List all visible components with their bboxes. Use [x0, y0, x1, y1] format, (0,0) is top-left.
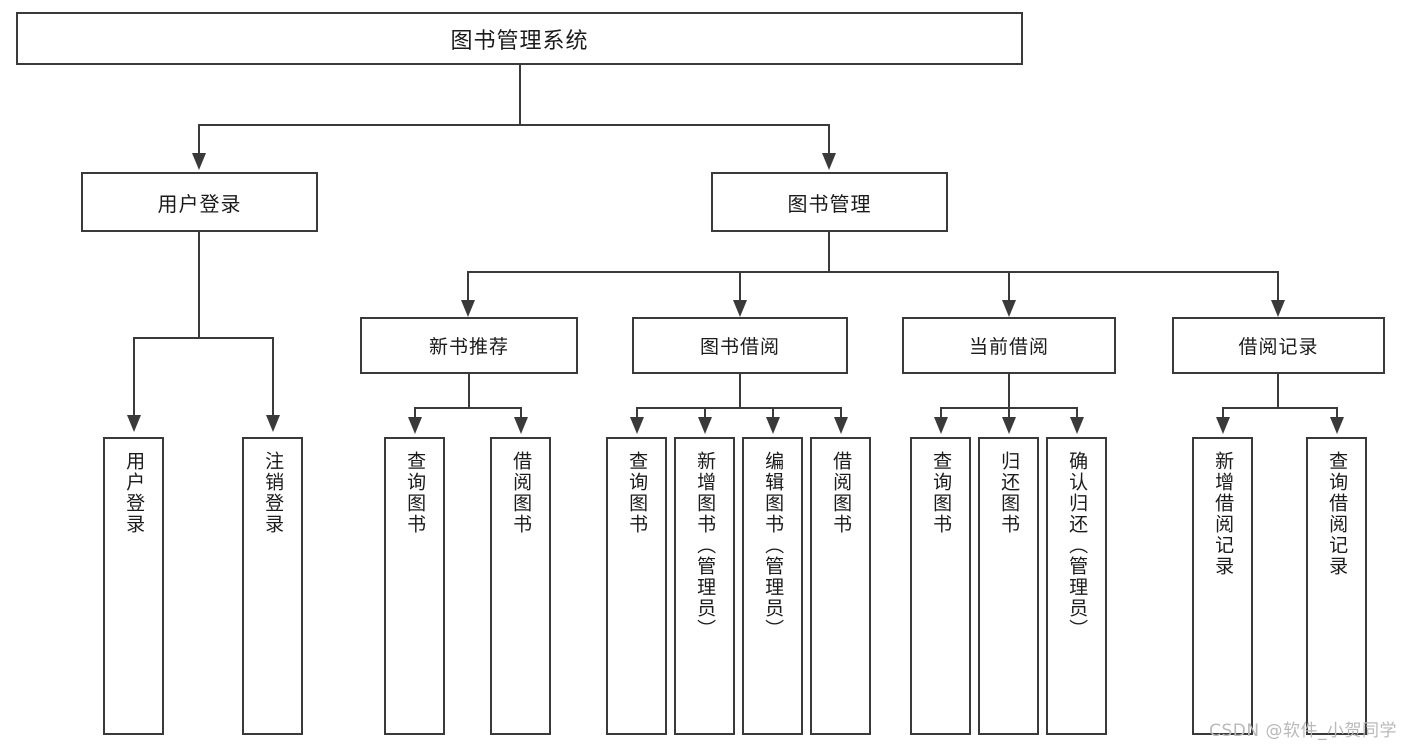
node-label: 图书管理: [787, 191, 872, 216]
arrow-br-leaf-1: [1330, 417, 1344, 434]
leaf-nbr-query-book[interactable]: 查询图书: [384, 437, 445, 735]
arrow-leaf-user-login: [127, 415, 141, 432]
node-borrow-record[interactable]: 借阅记录: [1172, 317, 1385, 374]
leaf-label: 归还图书: [998, 451, 1021, 535]
node-book-borrow[interactable]: 图书借阅: [632, 317, 848, 374]
arrow-bb-leaf-0: [630, 417, 644, 434]
leaf-cb-query-book[interactable]: 查询图书: [910, 437, 971, 735]
leaf-label: 确认归还（管理员）: [1066, 451, 1089, 640]
leaf-bb-edit-book-admin[interactable]: 编辑图书（管理员）: [742, 437, 803, 735]
connector-drop-current-borrow: [1008, 271, 1011, 302]
arrow-cb-leaf-2: [1070, 417, 1084, 434]
leaf-bb-add-book-admin[interactable]: 新增图书（管理员）: [674, 437, 735, 735]
connector-drop-bb-leaf-0: [636, 407, 639, 419]
connector-drop-nbr-leaf-1: [520, 407, 523, 419]
connector-drop-cb-leaf-0: [940, 407, 943, 419]
leaf-label: 新增借阅记录: [1212, 451, 1235, 577]
connector-new-book-recommend-leafbar: [414, 407, 522, 410]
arrow-current-borrow: [1002, 300, 1016, 317]
connector-drop-bb-leaf-3: [840, 407, 843, 419]
connector-drop-leaf-logout: [272, 337, 275, 417]
connector-drop-br-leaf-1: [1336, 407, 1339, 419]
leaf-label: 编辑图书（管理员）: [762, 451, 785, 640]
connector-drop-book-management: [828, 124, 831, 155]
connector-level3-bar: [467, 271, 1279, 274]
connector-user-login-stem: [198, 232, 201, 338]
arrow-bb-leaf-2: [766, 417, 780, 434]
leaf-logout[interactable]: 注销登录: [242, 437, 303, 735]
connector-drop-br-leaf-0: [1222, 407, 1225, 419]
leaf-label: 查询图书: [626, 451, 649, 535]
leaf-cb-confirm-return-admin[interactable]: 确认归还（管理员）: [1046, 437, 1107, 735]
connector-current-borrow-stem: [1008, 374, 1011, 409]
connector-borrow-record-leafbar: [1222, 407, 1338, 410]
connector-drop-user-login: [198, 124, 201, 155]
node-label: 用户登录: [157, 191, 242, 216]
leaf-label: 借阅图书: [830, 451, 853, 535]
csdn-watermark: CSDN @软件_小贺同学: [1209, 721, 1397, 741]
connector-drop-book-borrow: [739, 271, 742, 302]
arrow-nbr-leaf-1: [514, 417, 528, 434]
leaf-bb-query-book[interactable]: 查询图书: [606, 437, 667, 735]
connector-drop-new-book-recommend: [467, 271, 470, 302]
leaf-label: 查询借阅记录: [1326, 451, 1349, 577]
node-current-borrow[interactable]: 当前借阅: [902, 317, 1116, 374]
leaf-br-add-record[interactable]: 新增借阅记录: [1192, 437, 1253, 735]
leaf-label: 查询图书: [930, 451, 953, 535]
connector-drop-leaf-user-login: [133, 337, 136, 417]
node-label: 图书管理系统: [450, 28, 589, 54]
connector-drop-nbr-leaf-0: [414, 407, 417, 419]
arrow-user-login: [192, 153, 206, 170]
connector-level2-bar: [198, 124, 830, 127]
connector-new-book-recommend-stem: [468, 374, 471, 409]
arrow-book-management: [822, 153, 836, 170]
arrow-borrow-record: [1271, 300, 1285, 317]
arrow-new-book-recommend: [461, 300, 475, 317]
node-book-management[interactable]: 图书管理: [711, 172, 948, 232]
node-root-book-management-system[interactable]: 图书管理系统: [16, 12, 1023, 65]
arrow-cb-leaf-1: [1002, 417, 1016, 434]
arrow-bb-leaf-3: [834, 417, 848, 434]
connector-drop-borrow-record: [1277, 271, 1280, 302]
leaf-nbr-borrow-book[interactable]: 借阅图书: [490, 437, 551, 735]
node-label: 新书推荐: [428, 336, 509, 358]
node-label: 图书借阅: [699, 336, 780, 358]
connector-drop-bb-leaf-1: [704, 407, 707, 419]
arrow-cb-leaf-0: [934, 417, 948, 434]
node-new-book-recommend[interactable]: 新书推荐: [360, 317, 578, 374]
node-label: 借阅记录: [1238, 336, 1319, 358]
arrow-br-leaf-0: [1216, 417, 1230, 434]
connector-drop-bb-leaf-2: [772, 407, 775, 419]
node-user-login[interactable]: 用户登录: [81, 172, 318, 232]
connector-borrow-record-stem: [1277, 374, 1280, 409]
leaf-label: 查询图书: [404, 451, 427, 535]
connector-drop-cb-leaf-2: [1076, 407, 1079, 419]
connector-user-login-leafbar: [133, 337, 274, 340]
leaf-label: 注销登录: [262, 451, 285, 535]
connector-book-management-stem: [828, 232, 831, 273]
leaf-user-login[interactable]: 用户登录: [103, 437, 164, 735]
leaf-bb-borrow-book[interactable]: 借阅图书: [810, 437, 871, 735]
leaf-cb-return-book[interactable]: 归还图书: [978, 437, 1039, 735]
arrow-bb-leaf-1: [698, 417, 712, 434]
leaf-br-query-record[interactable]: 查询借阅记录: [1306, 437, 1367, 735]
connector-drop-cb-leaf-1: [1008, 407, 1011, 419]
node-label: 当前借阅: [968, 336, 1049, 358]
leaf-label: 新增图书（管理员）: [694, 451, 717, 640]
arrow-book-borrow: [733, 300, 747, 317]
arrow-nbr-leaf-0: [408, 417, 422, 434]
connector-book-borrow-leafbar: [636, 407, 842, 410]
connector-book-borrow-stem: [739, 374, 742, 409]
leaf-label: 用户登录: [123, 451, 146, 535]
leaf-label: 借阅图书: [510, 451, 533, 535]
arrow-leaf-logout: [266, 415, 280, 432]
connector-root-stem: [519, 65, 522, 124]
